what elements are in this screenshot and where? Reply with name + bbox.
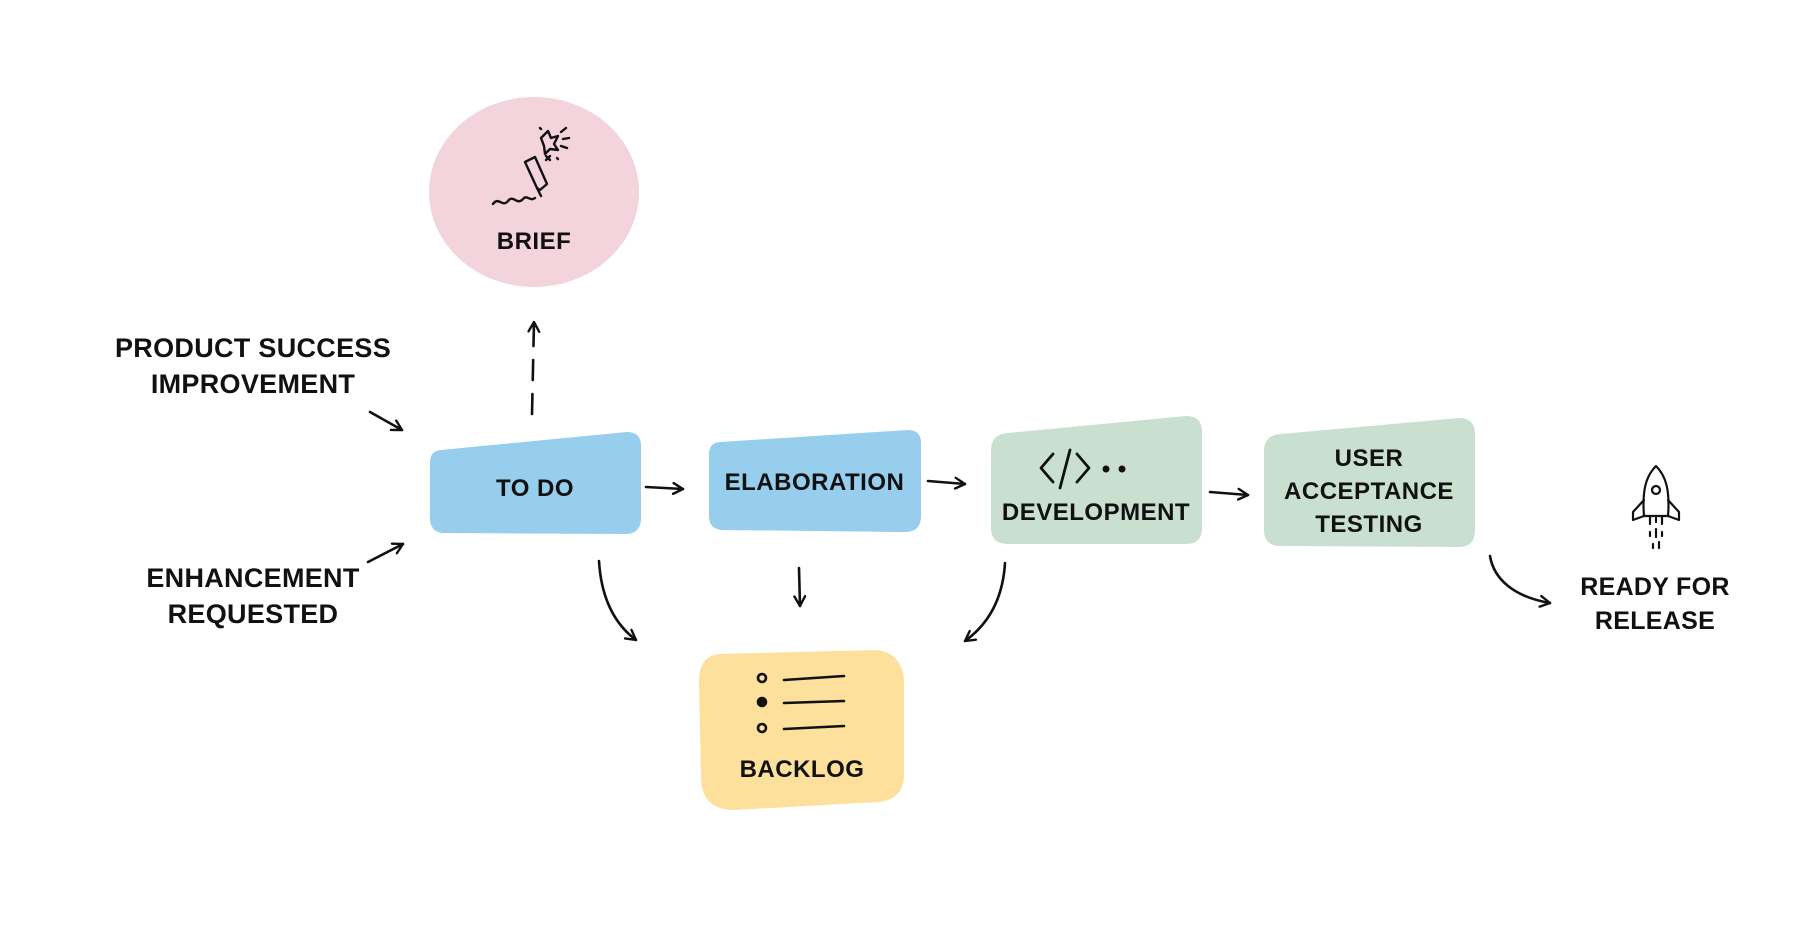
arrow-enhancement-to-todo	[366, 544, 405, 564]
arrow-todo-to-elaboration	[644, 487, 685, 489]
node-development: DEVELOPMENT	[990, 416, 1202, 545]
node-backlog: BACKLOG	[698, 650, 906, 811]
elaboration-card-shape	[709, 430, 921, 532]
input-enhancement: ENHANCEMENT REQUESTED	[118, 560, 388, 632]
arrow-elaboration-to-development	[926, 481, 967, 484]
arrow-product-success-to-todo	[368, 410, 404, 432]
node-user-acceptance-testing: USER ACCEPTANCE TESTING	[1263, 418, 1475, 548]
input-enhancement-line2: REQUESTED	[167, 599, 339, 629]
release-label: READY FOR RELEASE	[1560, 570, 1750, 638]
arrow-development-to-backlog	[963, 561, 1007, 643]
node-todo: TO DO	[429, 432, 641, 535]
elaboration-label: ELABORATION	[724, 469, 905, 496]
input-product-success-line2: IMPROVEMENT	[150, 369, 356, 399]
input-enhancement-line1: ENHANCEMENT	[146, 563, 360, 593]
uat-label-line3: TESTING	[1315, 511, 1423, 538]
list-icon	[756, 672, 846, 734]
backlog-card-shape	[699, 650, 904, 810]
uat-label-line1: USER	[1334, 445, 1404, 472]
arrow-development-to-uat	[1208, 492, 1250, 495]
arrow-elaboration-to-backlog	[799, 566, 800, 608]
backlog-label: BACKLOG	[739, 756, 865, 783]
brief-label: BRIEF	[496, 228, 572, 255]
brief-bubble-shape	[429, 97, 639, 287]
node-elaboration: ELABORATION	[708, 430, 921, 533]
arrow-uat-to-release	[1488, 554, 1552, 603]
arrow-todo-to-backlog	[597, 559, 638, 642]
development-card-shape	[991, 416, 1202, 544]
release-label-line1: READY FOR	[1580, 573, 1730, 601]
rocket-icon	[1631, 464, 1681, 550]
arrow-todo-to-brief	[532, 320, 534, 416]
uat-card-shape	[1264, 418, 1475, 547]
input-product-success-line1: PRODUCT SUCCESS	[114, 333, 392, 363]
todo-label: TO DO	[495, 475, 575, 502]
pen-sparkle-icon	[491, 126, 571, 206]
input-product-success: PRODUCT SUCCESS IMPROVEMENT	[98, 330, 408, 402]
uat-label: USER ACCEPTANCE TESTING	[1263, 442, 1475, 541]
todo-card-shape	[430, 432, 641, 534]
node-brief: BRIEF	[428, 96, 640, 289]
code-brackets-icon	[1039, 448, 1126, 490]
development-label: DEVELOPMENT	[1001, 499, 1191, 526]
release-label-line2: RELEASE	[1594, 607, 1716, 635]
uat-label-line2: ACCEPTANCE	[1284, 478, 1454, 505]
